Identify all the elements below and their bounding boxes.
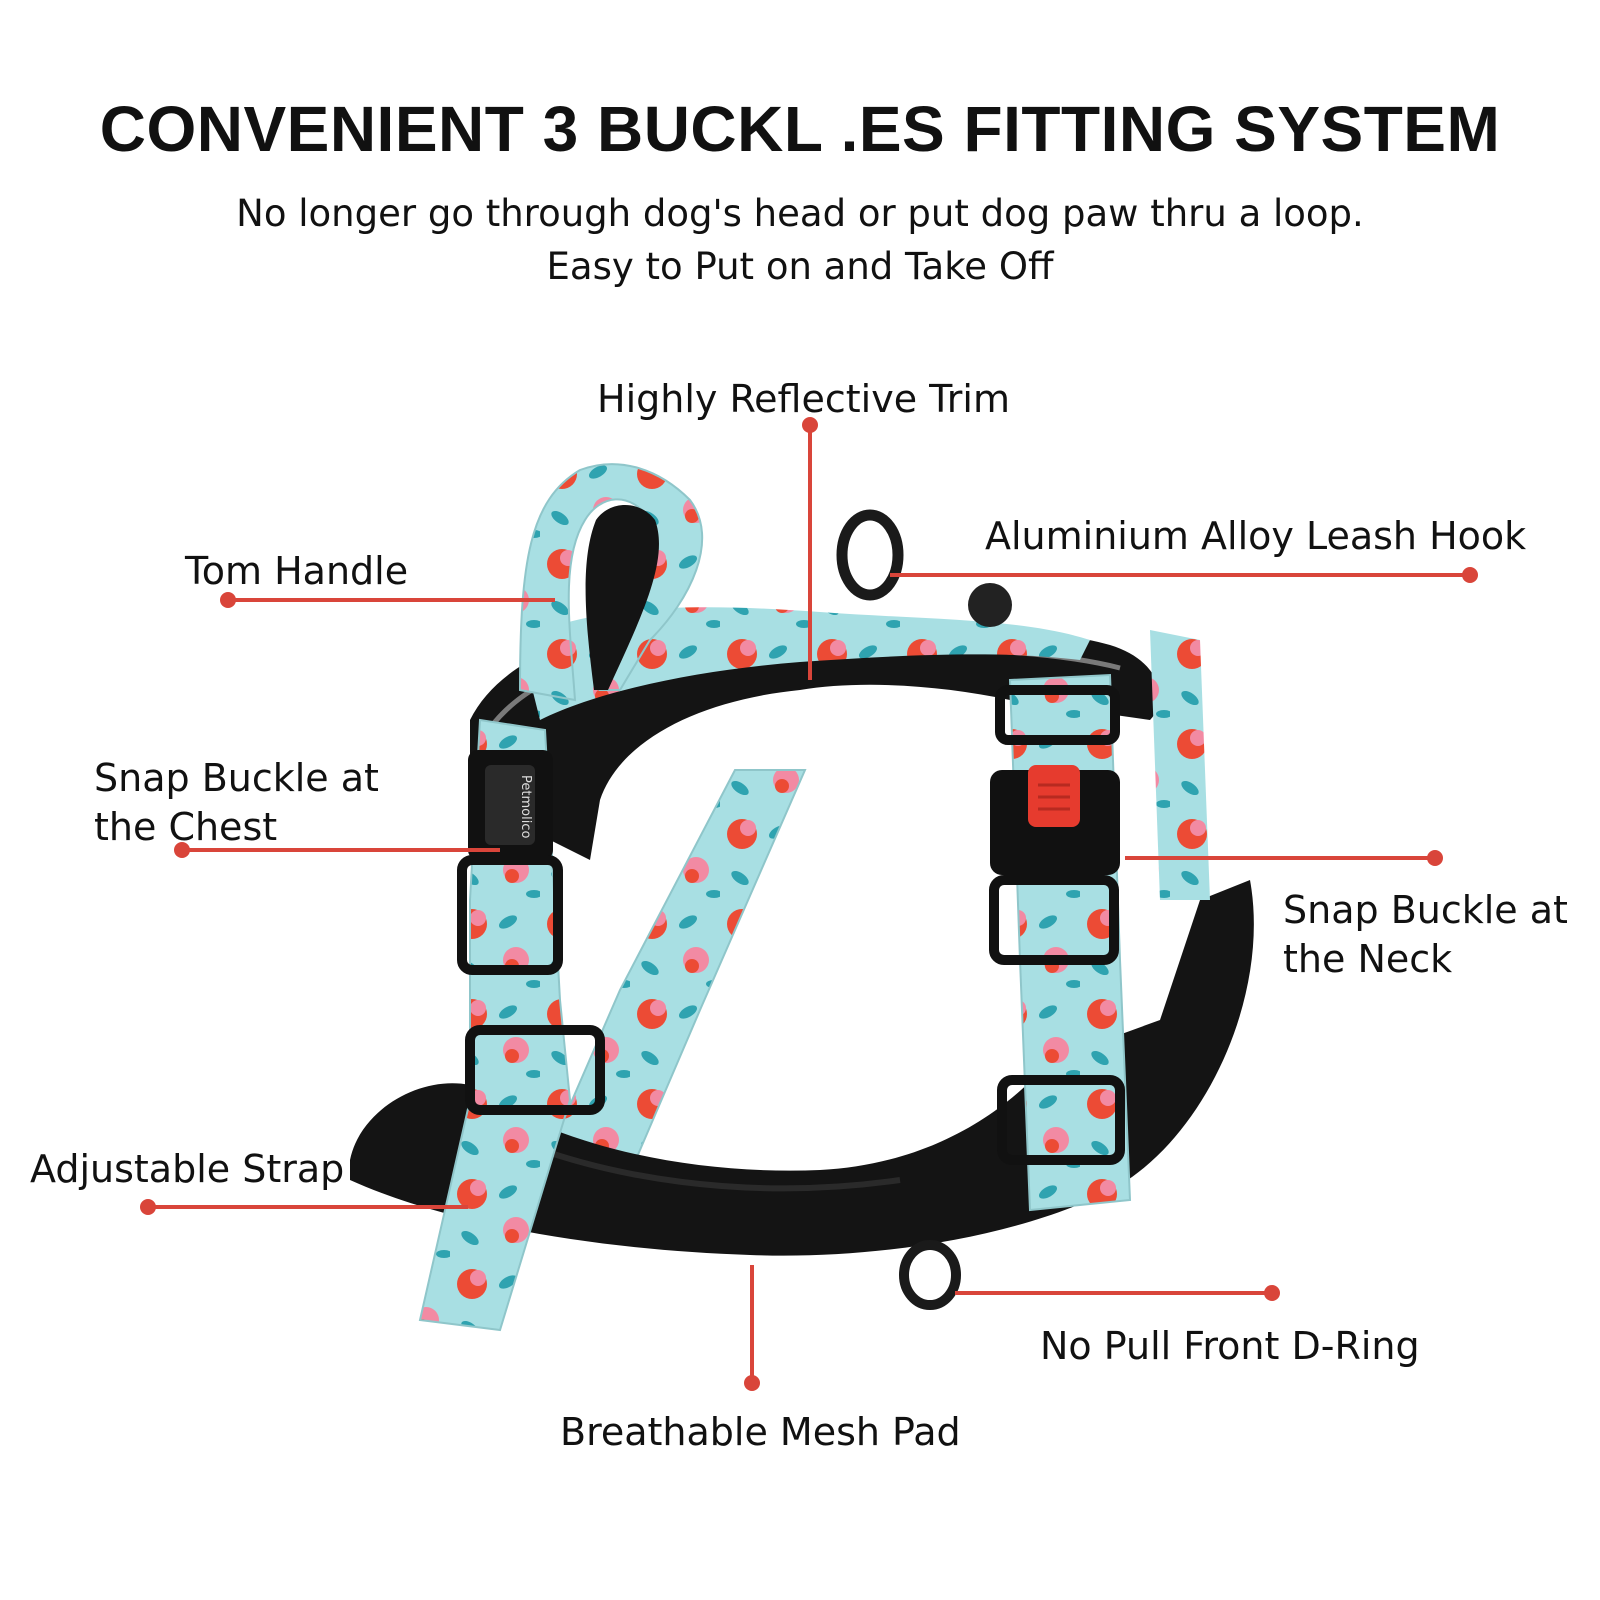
callout-dot-chest-buckle bbox=[174, 842, 190, 858]
callout-dot-leash-hook bbox=[1462, 567, 1478, 583]
label-reflective-trim: Highly Reflective Trim bbox=[597, 377, 1010, 421]
callout-dot-handle bbox=[220, 592, 236, 608]
chest-buckle-highlight bbox=[485, 765, 535, 845]
side-strap-right bbox=[1150, 630, 1210, 900]
label-neck-buckle-line-1: Snap Buckle at bbox=[1283, 888, 1568, 932]
brand-mark: Petmolico bbox=[518, 775, 533, 838]
callout-dot-front-d-ring bbox=[1264, 1285, 1280, 1301]
leash-hook-ring bbox=[836, 509, 904, 601]
label-adjustable-strap: Adjustable Strap bbox=[30, 1147, 345, 1191]
neck-lower-slider bbox=[989, 875, 1119, 965]
callout-dot-adjustable-strap bbox=[140, 1199, 156, 1215]
front-d-ring bbox=[899, 1240, 961, 1310]
page-title: CONVENIENT 3 BUCKL .ES FITTING SYSTEM bbox=[99, 93, 1501, 165]
handle bbox=[518, 463, 704, 702]
label-chest-buckle-line-2: the Chest bbox=[94, 805, 278, 849]
callout-lines bbox=[140, 417, 1478, 1391]
chest-adjust-slider bbox=[465, 1025, 605, 1115]
label-neck-buckle-line-2: the Neck bbox=[1283, 937, 1453, 981]
label-front-d-ring: No Pull Front D-Ring bbox=[1040, 1324, 1420, 1368]
neck-adjust-slider bbox=[997, 1075, 1125, 1165]
label-mesh-pad: Breathable Mesh Pad bbox=[560, 1410, 961, 1454]
subtitle-line-2: Easy to Put on and Take Off bbox=[546, 245, 1054, 288]
handle-padding bbox=[585, 505, 659, 690]
callout-dot-mesh-pad bbox=[744, 1375, 760, 1391]
chest-lower-slider bbox=[457, 855, 563, 975]
label-handle: Tom Handle bbox=[185, 549, 409, 593]
label-leash-hook: Aluminium Alloy Leash Hook bbox=[985, 514, 1527, 558]
back-plate-fabric bbox=[520, 607, 1090, 720]
label-chest-buckle-line-1: Snap Buckle at bbox=[94, 756, 379, 800]
leash-hook-base bbox=[968, 583, 1012, 627]
callout-dot-reflective-trim bbox=[802, 417, 818, 433]
callout-dot-neck-buckle bbox=[1427, 850, 1443, 866]
subtitle-line-1: No longer go through dog's head or put d… bbox=[236, 192, 1364, 235]
neck-top-slider bbox=[995, 685, 1120, 745]
